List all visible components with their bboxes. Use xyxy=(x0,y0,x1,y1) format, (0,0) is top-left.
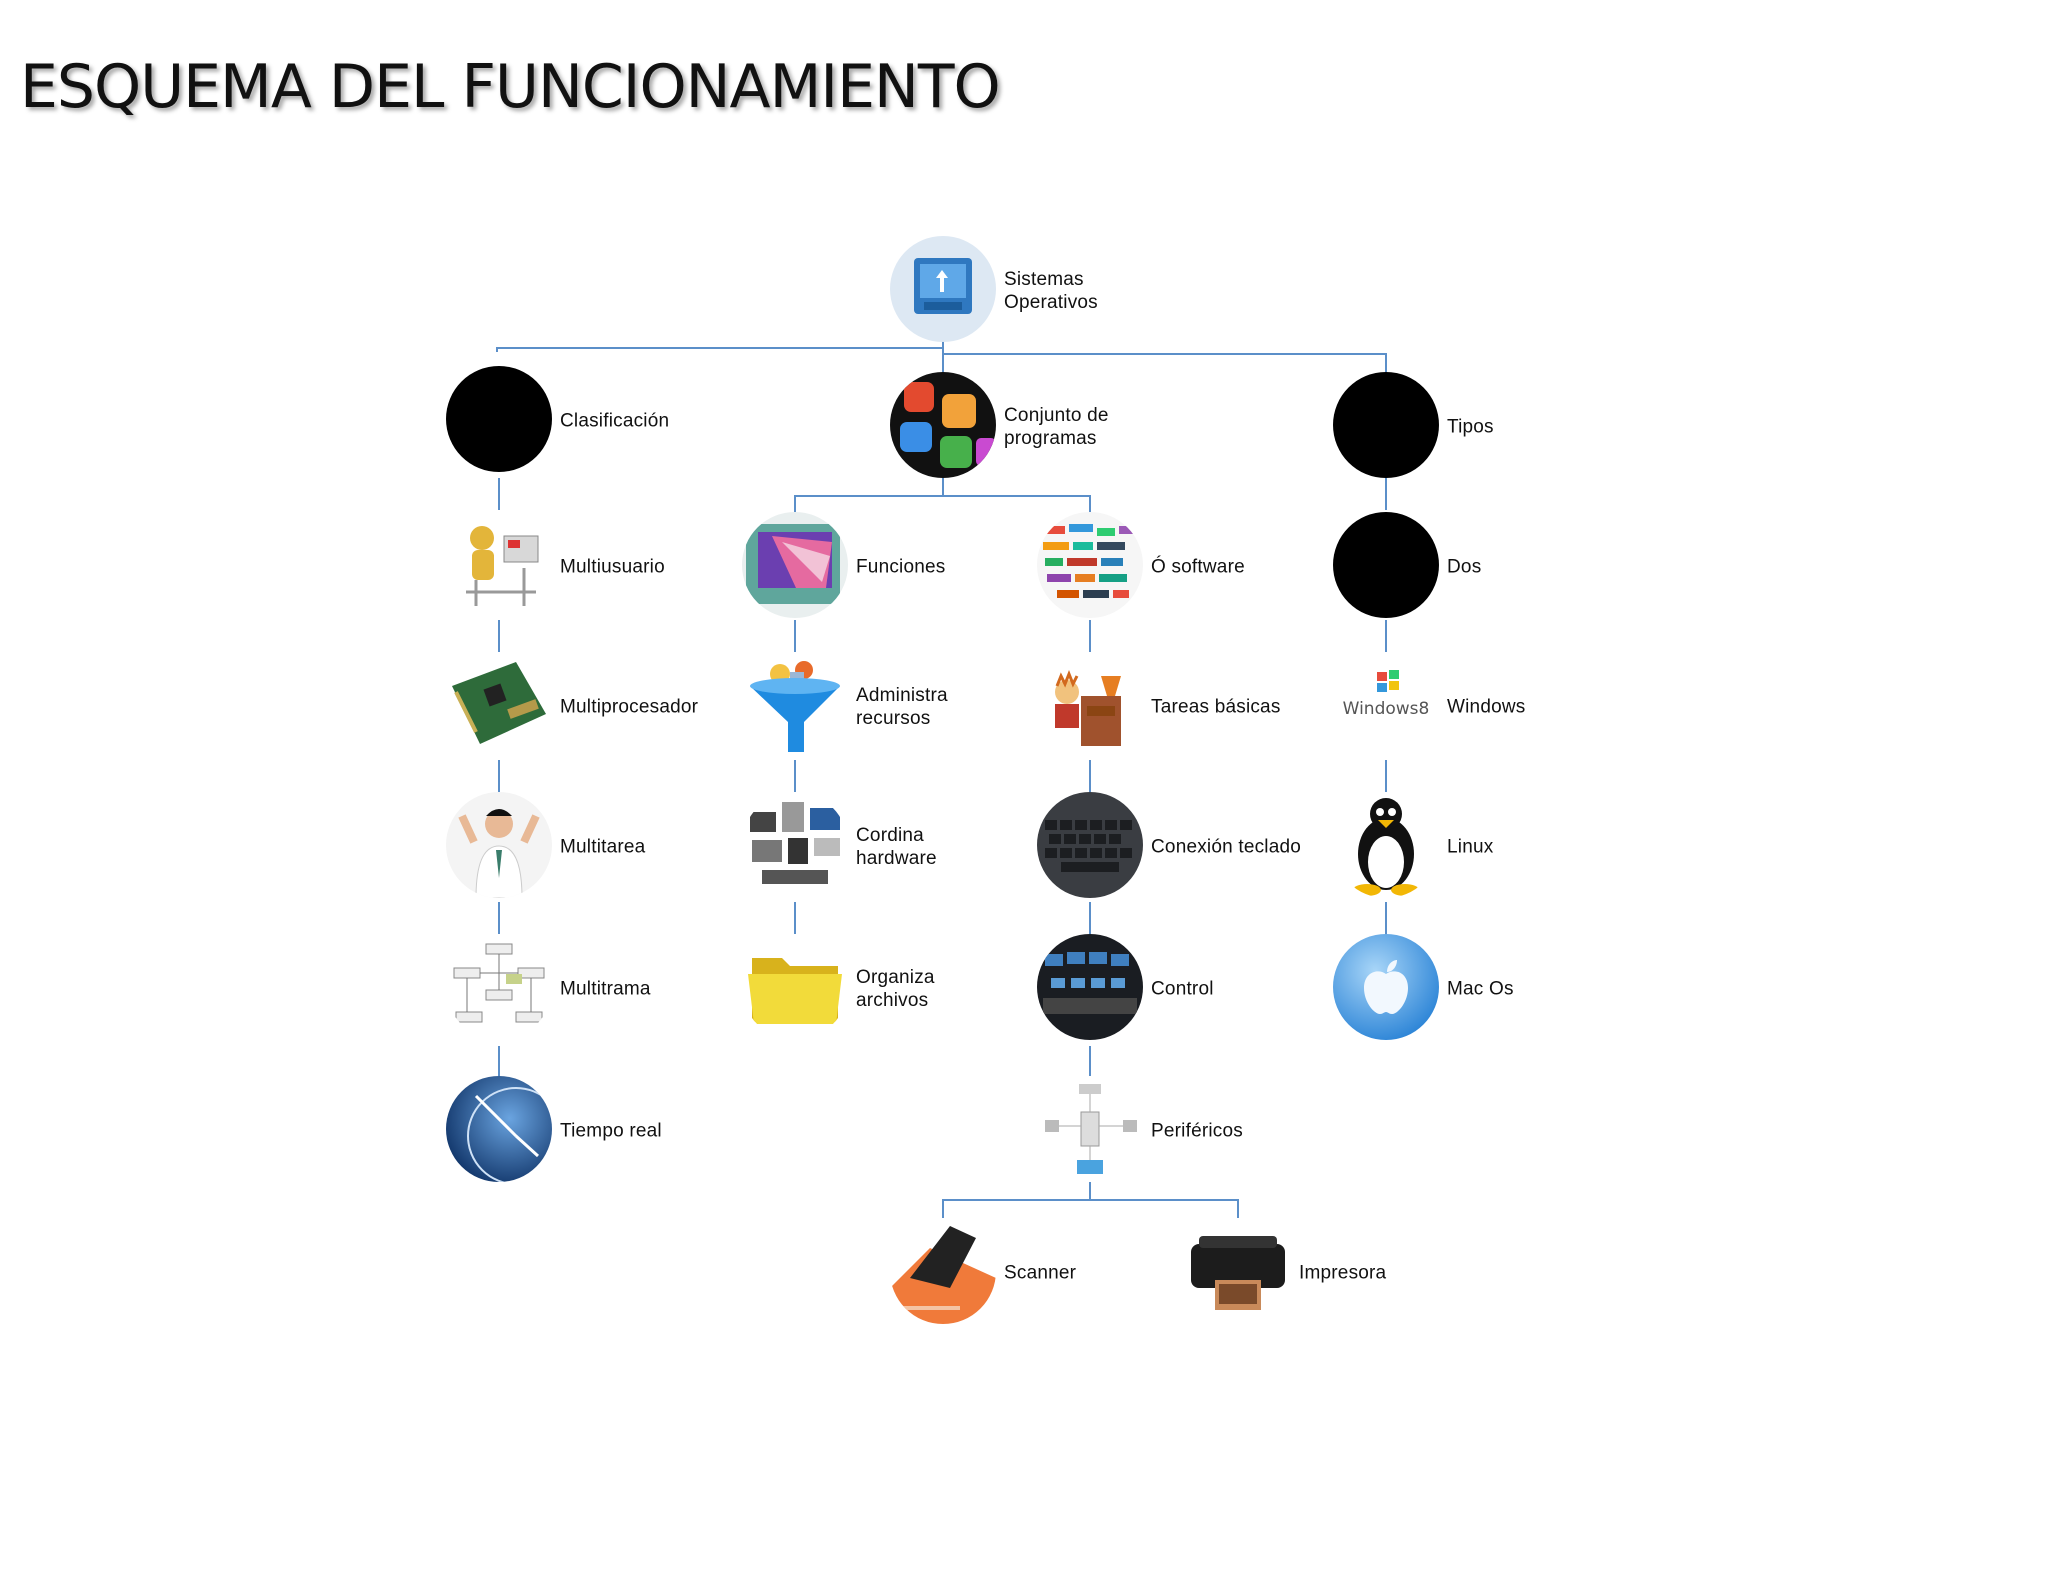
node-label: Conjunto de programas xyxy=(1004,404,1224,450)
tux-penguin-icon xyxy=(1333,792,1439,898)
node-linux: Linux xyxy=(1333,792,1753,902)
folder-icon xyxy=(742,934,848,1040)
node-dos: Dos xyxy=(1333,512,1753,622)
black-circle xyxy=(1333,512,1439,618)
circuit-board-icon xyxy=(446,652,552,758)
apple-logo-icon xyxy=(1333,934,1439,1040)
node-label: Mac Os xyxy=(1447,978,1667,1001)
node-tipos: Tipos xyxy=(1333,372,1753,482)
node-label: Tiempo real xyxy=(560,1120,780,1143)
node-windows: Windows8 Windows xyxy=(1333,652,1753,762)
black-circle xyxy=(446,366,552,472)
keyboard-icon xyxy=(1037,792,1143,898)
control-room-icon xyxy=(1037,934,1143,1040)
node-label: Windows xyxy=(1447,696,1667,719)
logos-collage-icon xyxy=(1037,512,1143,618)
node-perifericos: Periféricos xyxy=(1037,1076,1457,1186)
node-label: Clasificación xyxy=(560,410,780,433)
node-tiempo-real: Tiempo real xyxy=(446,1076,866,1186)
stressed-man-icon xyxy=(446,792,552,898)
cartoon-desk-icon xyxy=(1037,652,1143,758)
node-mac-os: Mac Os xyxy=(1333,934,1753,1044)
svg-text:Windows8: Windows8 xyxy=(1343,699,1430,719)
node-clasificacion: Clasificación xyxy=(446,366,866,476)
funnel-icon xyxy=(742,652,848,758)
node-label: Linux xyxy=(1447,836,1667,859)
flowchart-icon xyxy=(446,934,552,1040)
node-label: Impresora xyxy=(1299,1262,1519,1285)
clock-icon xyxy=(446,1076,552,1182)
node-sistemas-operativos: Sistemas Operativos xyxy=(890,236,1310,346)
node-label: Tipos xyxy=(1447,416,1667,439)
scanner-icon xyxy=(890,1218,996,1324)
printer-icon xyxy=(1185,1218,1291,1324)
monitor-icon xyxy=(742,512,848,618)
windows-8-logo: Windows8 xyxy=(1333,652,1439,758)
node-label: Dos xyxy=(1447,556,1667,579)
node-label: Periféricos xyxy=(1151,1120,1371,1143)
node-conjunto-de-programas: Conjunto de programas xyxy=(890,372,1310,482)
peripherals-icon xyxy=(1037,1076,1143,1182)
hardware-collage-icon xyxy=(742,792,848,898)
node-label: Sistemas Operativos xyxy=(1004,268,1224,314)
user-at-computer-icon xyxy=(446,512,552,618)
mac-os-icon xyxy=(890,236,996,342)
app-tiles-icon xyxy=(890,372,996,478)
black-circle xyxy=(1333,372,1439,478)
node-impresora: Impresora xyxy=(1185,1218,1605,1328)
